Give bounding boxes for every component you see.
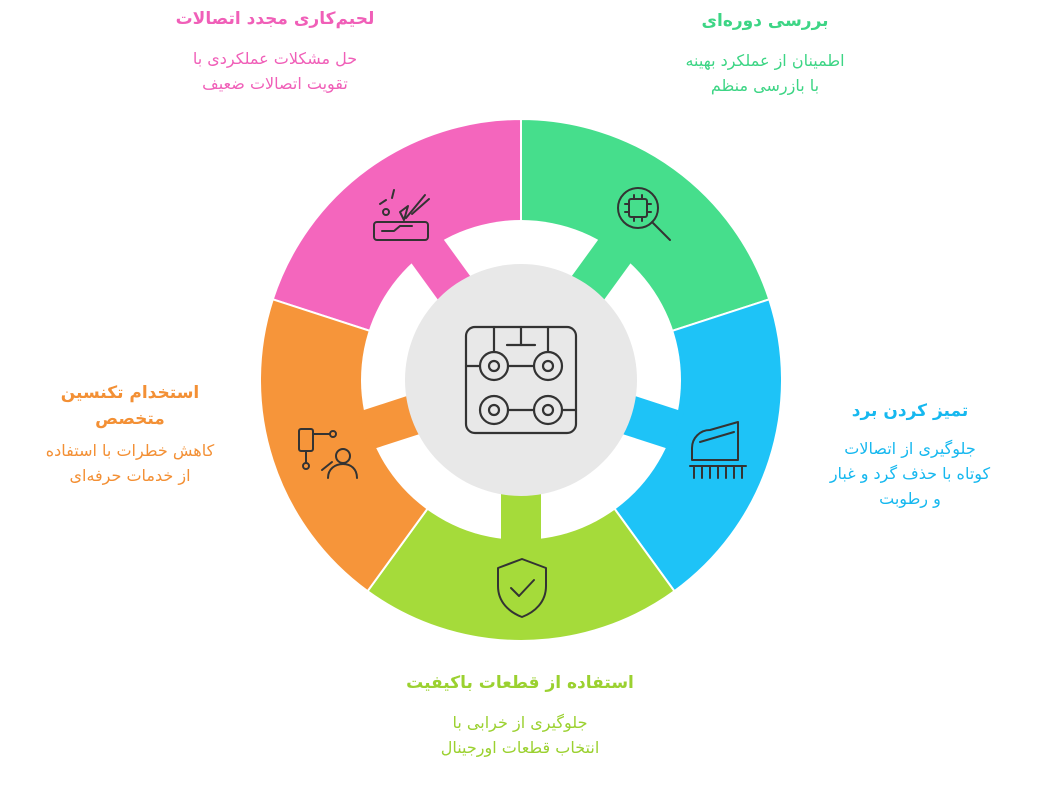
- cleaning-desc-line: و رطوبت: [879, 489, 941, 508]
- cleaning-desc-line: کوتاه با حذف گرد و غبار: [829, 464, 991, 483]
- technician-icon: [298, 428, 358, 479]
- tab-parts: [501, 493, 541, 545]
- shield-check-icon: [497, 558, 547, 618]
- label-cleaning: تمیز کردن برد جلوگیری از اتصالات کوتاه ب…: [800, 398, 1020, 511]
- inspection-desc-line: اطمینان از عملکرد بهینه: [685, 51, 845, 70]
- soldering-desc-line: حل مشکلات عملکردی با: [192, 49, 358, 68]
- parts-desc-line: جلوگیری از خرابی با: [452, 713, 588, 732]
- label-parts: استفاده از قطعات باکیفیت جلوگیری از خراب…: [380, 670, 660, 760]
- center-circle: [405, 264, 637, 496]
- cleaning-desc-line: جلوگیری از اتصالات: [844, 439, 976, 458]
- segment-tabs: [357, 234, 685, 545]
- tab-inspection: [571, 234, 635, 301]
- label-soldering: لحیم‌کاری مجدد اتصالات حل مشکلات عملکردی…: [150, 6, 400, 96]
- technician-desc-line: از خدمات حرفه‌ای: [69, 466, 191, 485]
- inspection-desc-line: با بازرسی منظم: [710, 76, 820, 95]
- chip-magnifier-icon: [617, 187, 671, 241]
- technician-description: کاهش خطرات با استفاده از خدمات حرفه‌ای: [20, 438, 240, 488]
- cleaning-description: جلوگیری از اتصالات کوتاه با حذف گرد و غب…: [800, 436, 1020, 511]
- parts-title: استفاده از قطعات باکیفیت: [406, 673, 634, 693]
- cleaning-title: تمیز کردن برد: [851, 401, 969, 421]
- technician-desc-line: کاهش خطرات با استفاده: [45, 441, 215, 460]
- inspection-title: بررسی دوره‌ای: [701, 11, 829, 31]
- parts-desc-line: انتخاب قطعات اورجینال: [440, 738, 600, 757]
- soldering-description: حل مشکلات عملکردی با تقویت اتصالات ضعیف: [150, 46, 400, 96]
- tab-cleaning: [622, 395, 685, 451]
- inspection-description: اطمینان از عملکرد بهینه با بازرسی منظم: [640, 48, 890, 98]
- cleaning-brush-icon: [689, 421, 747, 479]
- tab-soldering: [407, 234, 471, 301]
- label-technician: استخدام تکنسین متخصص کاهش خطرات با استفا…: [20, 380, 240, 488]
- label-inspection: بررسی دوره‌ای اطمینان از عملکرد بهینه با…: [640, 8, 890, 98]
- circuit-board-icon: [464, 325, 578, 435]
- technician-title-line: متخصص: [95, 409, 165, 429]
- technician-title-line: استخدام تکنسین: [60, 383, 200, 403]
- technician-title: استخدام تکنسین متخصص: [20, 380, 240, 432]
- soldering-desc-line: تقویت اتصالات ضعیف: [202, 74, 348, 93]
- tab-technician: [357, 395, 420, 451]
- parts-description: جلوگیری از خرابی با انتخاب قطعات اورجینا…: [380, 710, 660, 760]
- soldering-title: لحیم‌کاری مجدد اتصالات: [175, 9, 375, 29]
- soldering-iron-icon: [373, 189, 430, 241]
